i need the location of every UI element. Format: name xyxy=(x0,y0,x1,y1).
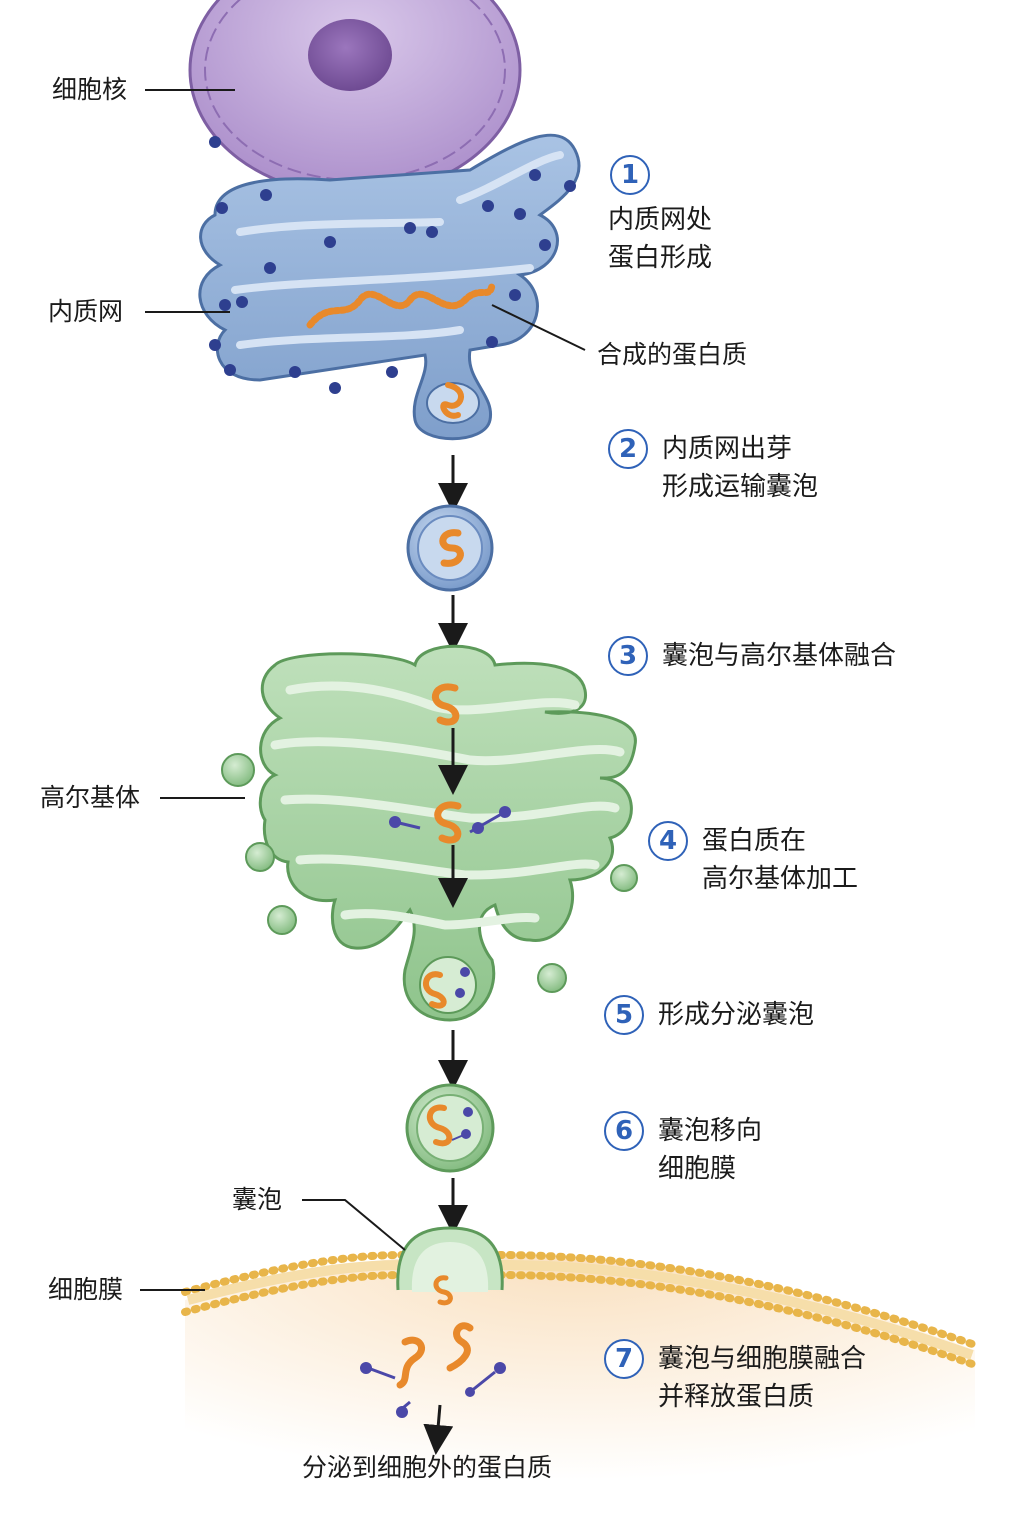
step-text-line2: 并释放蛋白质 xyxy=(658,1382,815,1412)
step-5: 5 形成分泌囊泡 xyxy=(604,995,815,1035)
endoplasmic-reticulum xyxy=(198,133,581,441)
golgi-apparatus xyxy=(221,644,638,1022)
step-text-line1: 内质网出芽 xyxy=(662,434,793,464)
label-nucleus: 细胞核 xyxy=(52,75,128,104)
label-synthesized-protein: 合成的蛋白质 xyxy=(597,340,748,369)
label-membrane: 细胞膜 xyxy=(48,1275,124,1304)
step-7: 7 囊泡与细胞膜融合 并释放蛋白质 xyxy=(604,1339,867,1416)
extracellular-region xyxy=(185,1255,975,1536)
secretory-vesicle xyxy=(405,1083,495,1173)
step-text-line1: 内质网处 xyxy=(608,205,713,235)
step-text-line1: 囊泡与高尔基体融合 xyxy=(662,641,897,671)
step-text-line2: 蛋白形成 xyxy=(608,243,713,273)
step-number-badge: 4 xyxy=(648,821,688,861)
nucleus xyxy=(188,0,522,197)
step-3: 3 囊泡与高尔基体融合 xyxy=(608,636,897,676)
released-proteins xyxy=(360,1322,506,1455)
nucleolus xyxy=(308,19,392,91)
step-number-badge: 1 xyxy=(610,155,650,195)
step-number-badge: 6 xyxy=(604,1111,644,1151)
step-6: 6 囊泡移向 细胞膜 xyxy=(604,1111,763,1188)
label-vesicle: 囊泡 xyxy=(232,1185,283,1214)
step-4: 4 蛋白质在 高尔基体加工 xyxy=(648,821,859,898)
step-number-badge: 3 xyxy=(608,636,648,676)
label-er: 内质网 xyxy=(48,297,124,326)
ribosomes xyxy=(209,136,576,394)
cell-membrane xyxy=(181,1226,979,1369)
step-text-line1: 囊泡与细胞膜融合 xyxy=(658,1344,867,1374)
step-number-badge: 7 xyxy=(604,1339,644,1379)
step-1: 1 内质网处 蛋白形成 xyxy=(608,155,712,277)
protein-chain xyxy=(306,281,496,329)
step-text-line2: 细胞膜 xyxy=(658,1154,737,1184)
step-text-line1: 囊泡移向 xyxy=(658,1116,763,1146)
step-text-line1: 形成分泌囊泡 xyxy=(658,1000,815,1030)
leader-lines xyxy=(140,89,586,1291)
step-number-badge: 5 xyxy=(604,995,644,1035)
step-2: 2 内质网出芽 形成运输囊泡 xyxy=(608,429,819,506)
step-text-line2: 高尔基体加工 xyxy=(702,864,859,894)
step-number-badge: 2 xyxy=(608,429,648,469)
transport-vesicle xyxy=(406,504,494,592)
step-text-line1: 蛋白质在 xyxy=(702,826,807,856)
step-text-line2: 形成运输囊泡 xyxy=(662,472,819,502)
label-golgi: 高尔基体 xyxy=(40,783,141,812)
label-secreted-protein: 分泌到细胞外的蛋白质 xyxy=(302,1453,553,1482)
